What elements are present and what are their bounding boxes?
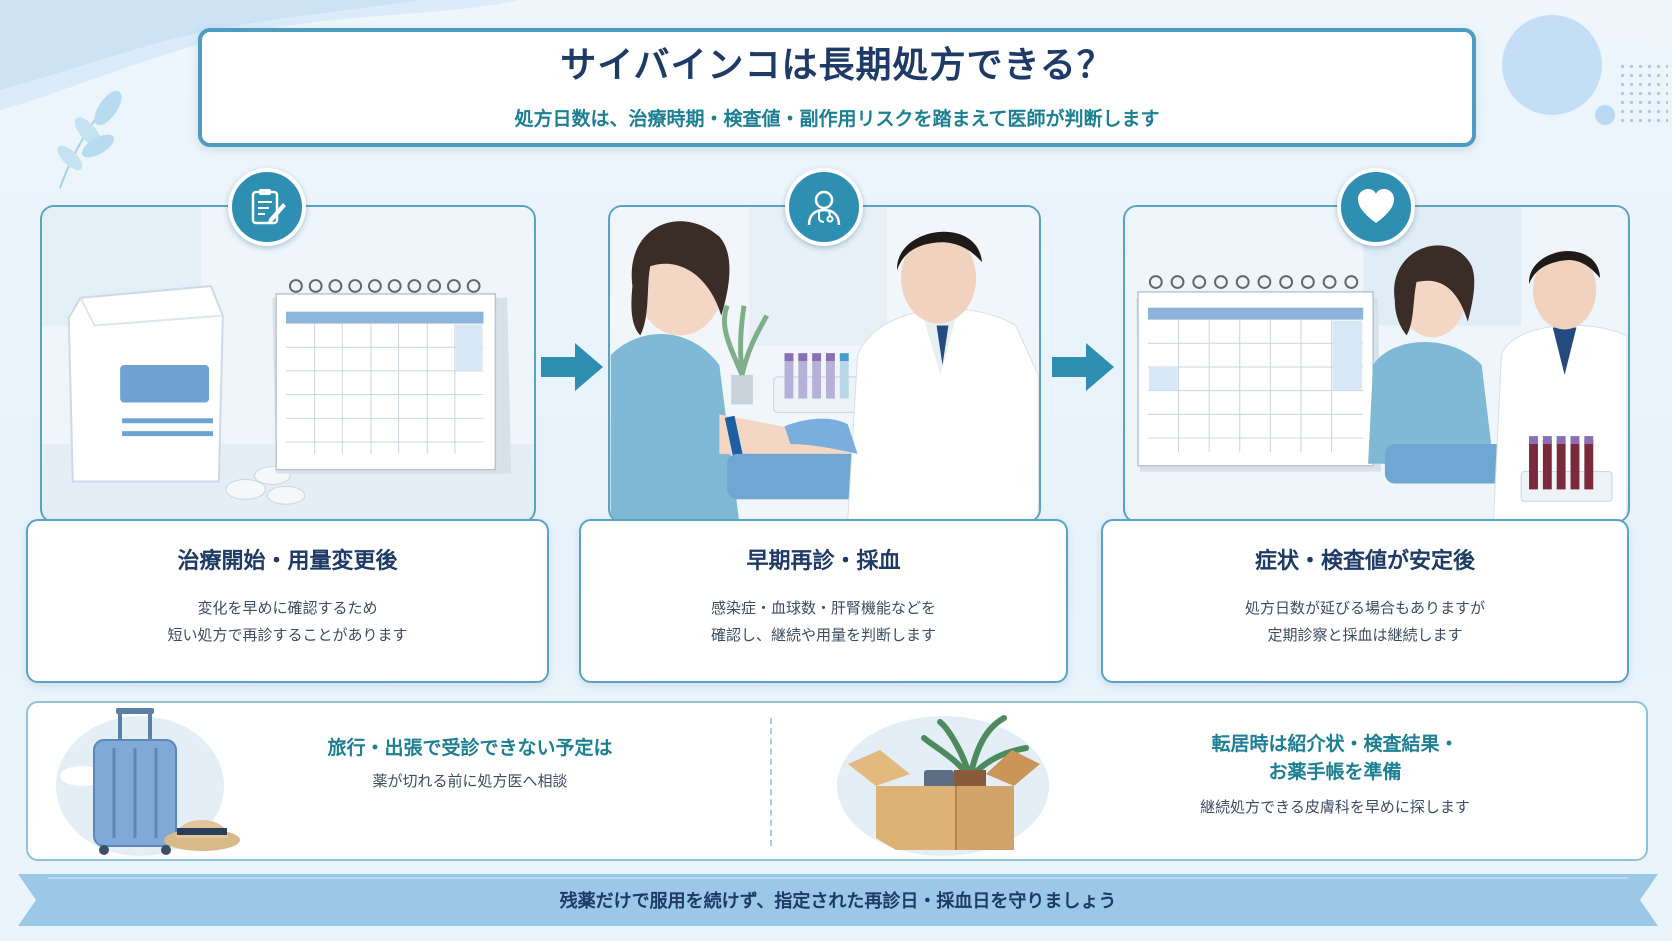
step-1-description: 変化を早めに確認するため 短い処方で再診することがあります (28, 595, 547, 649)
step-1-desc-line-2: 短い処方で再診することがあります (167, 626, 408, 644)
step-2-icon-badge (785, 168, 863, 246)
tips-divider (770, 718, 772, 846)
leaf-decoration-icon (57, 90, 122, 189)
step-2-desc-line-1: 感染症・血球数・肝腎機能などを (710, 599, 936, 617)
step-3-illustration (1123, 205, 1630, 523)
step-3-desc-line-2: 定期診察と採血は継続します (1267, 626, 1463, 644)
step-1-illustration (40, 205, 536, 523)
tip-2: 転居時は紹介状・検査結果・ お薬手帳を準備 継続処方できる皮膚科を早めに探します (1080, 730, 1590, 817)
step-3-card: 症状・検査値が安定後 処方日数が延びる場合もありますが 定期診察と採血は継続しま… (1101, 519, 1629, 683)
step-1-card: 治療開始・用量変更後 変化を早めに確認するため 短い処方で再診することがあります (26, 519, 549, 683)
step-2-title: 早期再診・採血 (746, 549, 901, 574)
step-2-illustration (608, 205, 1041, 523)
moving-box-icon (837, 715, 1049, 856)
tips-panel (26, 701, 1648, 861)
decorative-dots (1618, 62, 1668, 122)
tip-1: 旅行・出張で受診できない予定は 薬が切れる前に処方医へ相談 (250, 734, 690, 791)
step-3-desc-line-1: 処方日数が延びる場合もありますが (1244, 599, 1485, 617)
tip-1-title: 旅行・出張で受診できない予定は (327, 737, 613, 759)
step-1-desc-line-1: 変化を早めに確認するため (197, 599, 378, 617)
suitcase-icon (56, 708, 240, 856)
footer-message: 残薬だけで服用を続けず、指定された再診日・採血日を守りましょう (559, 891, 1117, 912)
page-subtitle: 処方日数は、治療時期・検査値・副作用リスクを踏まえて医師が判断します (514, 108, 1160, 130)
tip-2-title-line-1: 転居時は紹介状・検査結果・ (1211, 733, 1459, 755)
background-wave (0, 0, 520, 110)
arrow-right-icon (541, 343, 603, 391)
page-title: サイバインコは長期処方できる？ (560, 45, 1114, 86)
stable-followup-illustration (1126, 207, 1628, 521)
tip-1-description: 薬が切れる前に処方医へ相談 (372, 772, 568, 790)
doctor-icon (807, 190, 841, 226)
arrow-right-icon (1052, 343, 1114, 391)
blood-draw-consultation-illustration (610, 207, 1039, 521)
tip-2-title-line-2: お薬手帳を準備 (1268, 761, 1402, 783)
header-banner: サイバインコは長期処方できる？ 処方日数は、治療時期・検査値・副作用リスクを踏ま… (198, 28, 1476, 147)
clipboard-pen-icon (251, 189, 286, 225)
step-3-description: 処方日数が延びる場合もありますが 定期診察と採血は継続します (1103, 595, 1627, 649)
step-1-title: 治療開始・用量変更後 (177, 549, 398, 574)
step-3-title: 症状・検査値が安定後 (1254, 549, 1475, 574)
step-2-description: 感染症・血球数・肝腎機能などを 確認し、継続や用量を判断します (581, 595, 1066, 649)
decorative-circle-small (1595, 105, 1615, 125)
tip-2-description: 継続処方できる皮膚科を早めに探します (1200, 798, 1470, 816)
step-2-desc-line-2: 確認し、継続や用量を判断します (710, 626, 936, 644)
step-2-card: 早期再診・採血 感染症・血球数・肝腎機能などを 確認し、継続や用量を判断します (579, 519, 1068, 683)
decorative-circle (1502, 15, 1602, 115)
heart-icon (1358, 189, 1394, 223)
step-3-icon-badge (1337, 168, 1415, 246)
prescription-bag-calendar-illustration (43, 207, 533, 521)
step-1-icon-badge (228, 168, 306, 246)
footer-ribbon (18, 874, 1658, 926)
